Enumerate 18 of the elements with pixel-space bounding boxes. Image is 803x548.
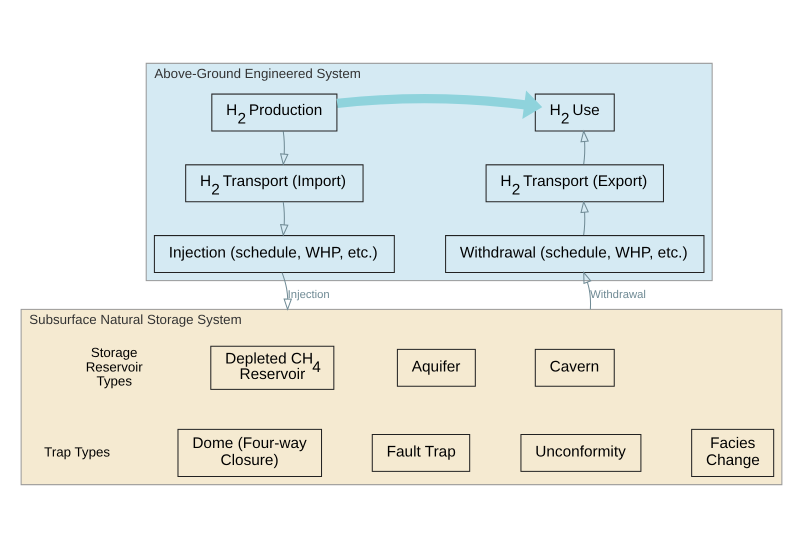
- node-box: Dome (Four-way Closure): [177, 428, 322, 477]
- node-box: Unconformity: [520, 434, 642, 472]
- node-box: Facies Change: [691, 428, 774, 477]
- node-box: Injection (schedule, WHP, etc.): [154, 235, 395, 273]
- arrow: [282, 272, 292, 311]
- edge-label: Injection: [288, 288, 330, 301]
- node-box: Cavern: [534, 348, 615, 387]
- node-box: Aquifer: [396, 348, 476, 387]
- arrow: [280, 131, 289, 166]
- arrow: [280, 202, 289, 237]
- arrow: [580, 130, 589, 164]
- label: Trap Types: [44, 444, 110, 460]
- arrow: [583, 271, 592, 310]
- label: Storage Reservoir Types: [86, 344, 143, 389]
- node-box: Withdrawal (schedule, WHP, etc.): [445, 235, 704, 273]
- arrow: [336, 90, 542, 119]
- node-box: Fault Trap: [372, 434, 470, 472]
- arrow: [580, 200, 589, 236]
